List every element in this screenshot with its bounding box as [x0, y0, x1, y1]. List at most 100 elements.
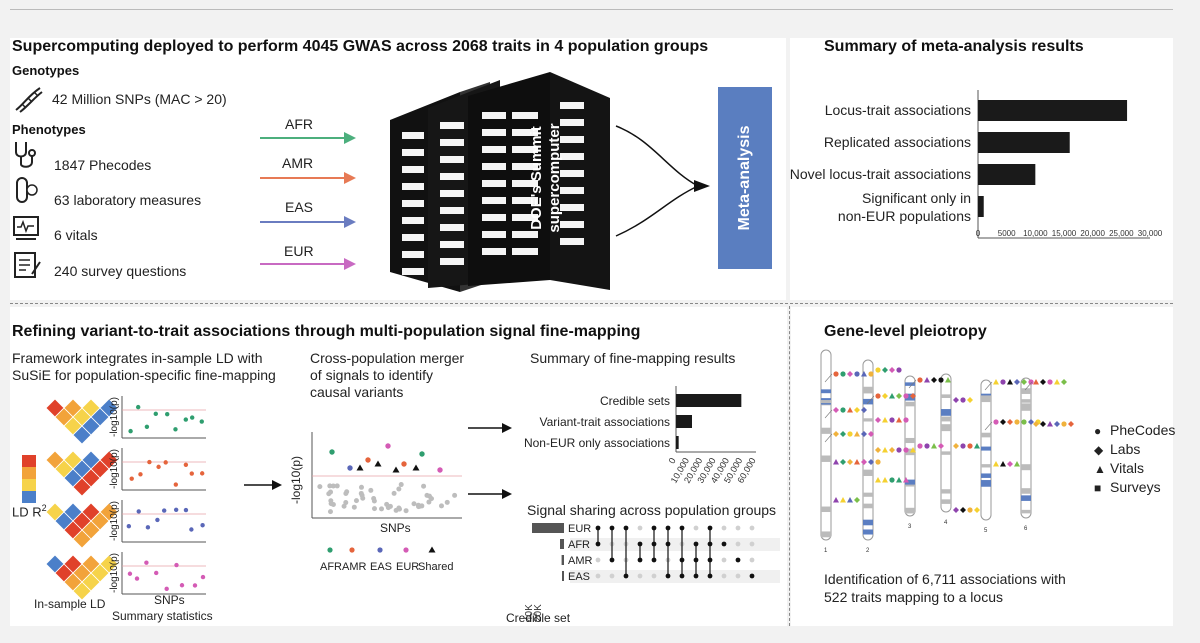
pheno-marker [896, 447, 902, 453]
pheno-marker [840, 431, 846, 437]
pheno-marker [931, 443, 937, 449]
pheno-marker [833, 459, 839, 465]
chromosome-band [905, 437, 915, 444]
dna-icon [15, 87, 43, 113]
upset-dot [595, 557, 601, 563]
ld-cell [72, 581, 92, 601]
background-snp [343, 490, 349, 496]
manhattan-point [135, 404, 141, 410]
population-arrows [260, 132, 356, 270]
chromosome-band [981, 464, 991, 468]
legend-marker [349, 547, 355, 553]
pheno-marker [967, 397, 973, 403]
chromosome-band [863, 519, 873, 526]
arrow-to-merger [244, 480, 282, 490]
background-snp [341, 503, 347, 509]
shared-marker [374, 460, 382, 467]
manhattan-point [134, 576, 140, 581]
rack-slot [440, 224, 464, 231]
chromosome-band [905, 507, 915, 514]
signal-point [385, 443, 391, 449]
background-snp [426, 499, 432, 505]
manhattan-ylabel: -log10(p) [109, 553, 120, 593]
upset-dot [721, 541, 727, 547]
pheno-marker [833, 407, 839, 413]
chromosome-band [821, 427, 831, 434]
pheno-marker [967, 443, 973, 449]
pheno-marker [1014, 379, 1020, 385]
rack-slot [440, 190, 464, 197]
rack-slot [482, 163, 506, 170]
rack-slot [512, 248, 538, 255]
pheno-marker [1007, 461, 1013, 467]
background-snp [360, 495, 366, 501]
pheno-marker [861, 459, 867, 465]
meta-bar [978, 100, 1128, 121]
chromosome-band [1021, 464, 1031, 471]
legend-text: Labs [1110, 441, 1141, 457]
rack-slot [560, 119, 584, 126]
manhattan-ylabel: -log10(p) [109, 501, 120, 541]
top-rule [10, 9, 1173, 10]
chromosome-band [1021, 495, 1031, 501]
link-line [866, 395, 875, 405]
merger-text-line2: of signals to identify [310, 367, 433, 383]
rack-slot [560, 102, 584, 109]
manhattan-point [174, 562, 179, 568]
ld-cell [72, 477, 92, 497]
link-line [824, 373, 833, 383]
chromosome-number: 4 [944, 520, 948, 526]
meta-bar [978, 132, 1070, 153]
meta-xtick: 0 [976, 229, 981, 238]
link-line [824, 433, 833, 443]
phenotype-phecodes: 1847 Phecodes [54, 157, 152, 173]
pheno-marker [882, 477, 888, 483]
pheno-marker [889, 447, 895, 453]
background-snp [358, 484, 364, 490]
manhattan-point [145, 525, 151, 530]
pheno-marker [875, 477, 881, 483]
phenotype-vitals: 6 vitals [54, 227, 98, 243]
chromosome [1020, 377, 1032, 519]
link-line [984, 421, 993, 431]
ld-triangles [45, 398, 119, 601]
pheno-marker [840, 459, 846, 465]
shared-marker [392, 466, 400, 473]
pheno-marker [945, 377, 951, 383]
pleiotropy-legend-item: ■Surveys [1094, 478, 1175, 497]
chromosome-band [1021, 403, 1031, 410]
upset-dot [735, 541, 741, 547]
pheno-marker [1021, 419, 1027, 425]
background-snp [403, 508, 409, 514]
background-snp [396, 486, 402, 492]
set-label: AMR [568, 555, 593, 567]
chromosome-band [863, 386, 873, 394]
legend-marker [327, 547, 333, 553]
pheno-marker [896, 367, 902, 373]
background-snp [421, 483, 427, 489]
manhattan-point [128, 428, 133, 434]
chromosome-band [905, 382, 915, 386]
upset-dot [637, 525, 643, 531]
manhattan-point [200, 523, 205, 528]
pheno-marker [854, 497, 860, 503]
pheno-marker [917, 377, 923, 383]
genotypes-label: Genotypes [12, 63, 80, 78]
signal-point [437, 467, 443, 473]
rack-slot [560, 221, 584, 228]
pheno-marker [953, 507, 959, 513]
pheno-marker [854, 431, 860, 437]
rack-slot [402, 217, 424, 224]
meta-bar-label: Significant only in [862, 190, 971, 206]
ld-r2-label: LD R2 [12, 503, 47, 519]
legend-label: EAS [370, 561, 392, 573]
sharing-title: Signal sharing across population groups [527, 502, 777, 518]
pheno-marker [882, 417, 888, 423]
supercomputer-label: DOE's Summit supercomputer [528, 123, 563, 233]
link-line [984, 381, 993, 391]
arrow-afr [260, 132, 356, 144]
pheno-marker [1040, 421, 1046, 427]
pheno-marker [974, 507, 980, 513]
rack-slot [512, 163, 538, 170]
